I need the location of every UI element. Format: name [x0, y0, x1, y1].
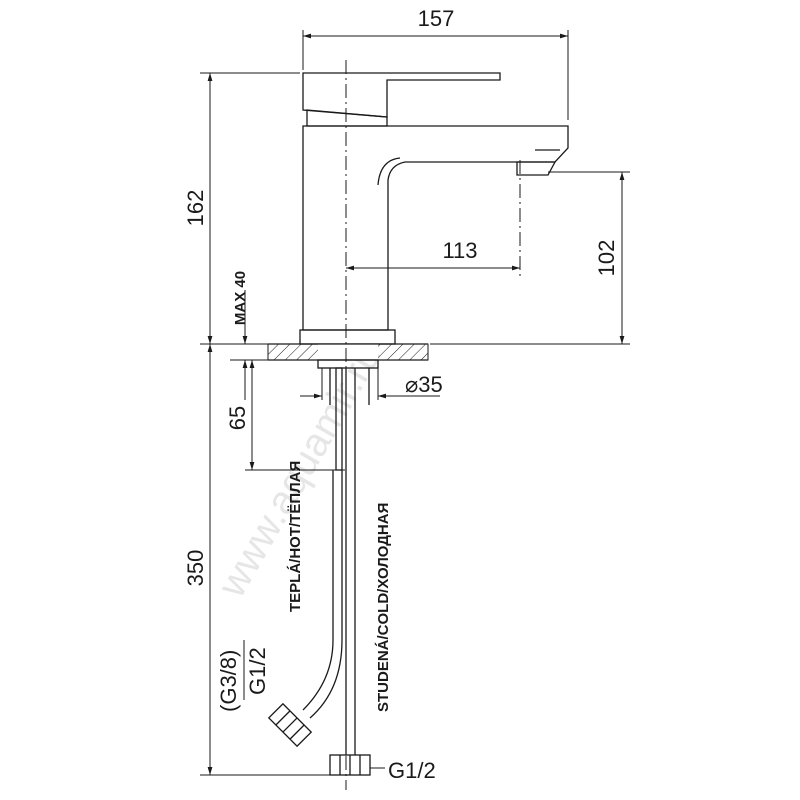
- hot-thread-label: G1/2: [245, 647, 270, 695]
- svg-text:102: 102: [594, 240, 619, 277]
- svg-text:157: 157: [418, 6, 455, 31]
- dim-spout-height: 102: [430, 171, 630, 345]
- cold-thread-label: G1/2: [388, 758, 436, 783]
- dim-spout-reach: 113: [346, 238, 520, 271]
- dim-base-diameter: ⌀35: [300, 368, 443, 400]
- counter-section: [267, 343, 429, 369]
- svg-text:65: 65: [225, 406, 250, 430]
- svg-text:162: 162: [183, 190, 208, 227]
- cartridge-collar: [306, 109, 388, 127]
- cold-hose-label: STUDENÁ/COLD/ХОЛОДНАЯ: [375, 503, 392, 712]
- svg-text:113: 113: [442, 238, 477, 263]
- svg-text:350: 350: [183, 550, 208, 587]
- dim-hose-length: 350: [183, 344, 330, 776]
- dim-max-thickness: MAX 40: [230, 271, 268, 400]
- svg-text:⌀35: ⌀35: [405, 372, 443, 397]
- fixing-nut: [317, 359, 379, 369]
- svg-text:MAX 40: MAX 40: [232, 271, 249, 325]
- hot-thread-alt-label: (G3/8): [216, 650, 241, 712]
- aerator: [516, 161, 557, 176]
- dim-width-total: 157: [302, 6, 569, 120]
- body-and-spout: [302, 125, 569, 331]
- dim-shank-length: 65: [225, 360, 345, 471]
- dim-height-total: 162: [183, 72, 300, 345]
- hot-hose-label: TEPLÁ/HOT/ТЁПЛАЯ: [287, 461, 304, 612]
- faucet-body: [299, 72, 569, 345]
- lever-handle: [302, 72, 501, 118]
